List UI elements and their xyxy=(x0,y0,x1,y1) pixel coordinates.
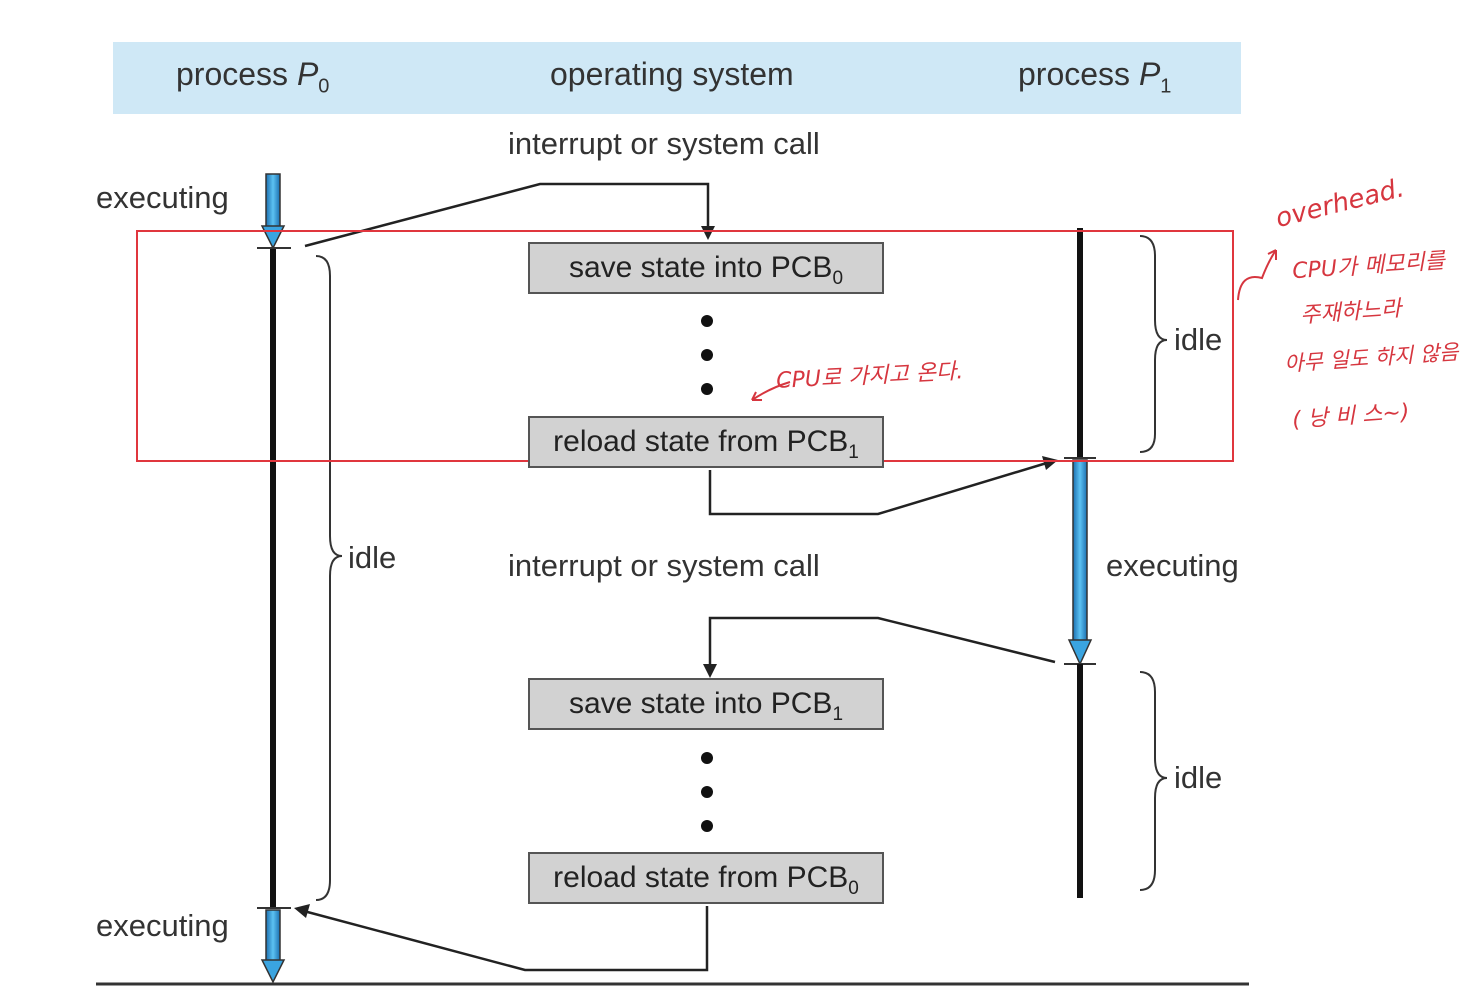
header-band xyxy=(113,42,1241,114)
p1-idle-brace-bottom xyxy=(1139,671,1168,891)
p1-executing-arrow xyxy=(1067,639,1093,666)
p0-executing-bar-bottom xyxy=(265,909,281,963)
save-state-pcb1-box: save state into PCB1 xyxy=(528,678,884,730)
p1-executing-label: executing xyxy=(1106,548,1239,583)
ellipsis-dots xyxy=(701,315,713,832)
overhead-arrow xyxy=(1237,249,1277,301)
p1-timeline xyxy=(1064,228,1096,898)
p0-executing-label-top: executing xyxy=(96,180,229,215)
p1-idle-label-bottom: idle xyxy=(1174,760,1223,795)
cpu-note-arrow xyxy=(751,381,791,401)
connector-arrows xyxy=(299,182,1056,972)
p0-idle-brace xyxy=(315,255,343,901)
p0-executing-arrow-top xyxy=(260,225,286,250)
header-operating-system: operating system xyxy=(550,56,794,92)
p0-executing-label-bottom: executing xyxy=(96,908,229,943)
arrow-p0-to-save0 xyxy=(304,182,710,248)
arrow-reload1-to-p1 xyxy=(708,460,1051,516)
interrupt-label-mid: interrupt or system call xyxy=(508,548,820,583)
p0-idle-label: idle xyxy=(348,540,397,575)
p1-executing-bar xyxy=(1072,459,1088,643)
reload-state-pcb0-box: reload state from PCB0 xyxy=(528,852,884,904)
p1-idle-brace-top xyxy=(1139,235,1168,453)
p1-idle-label-top: idle xyxy=(1174,322,1223,357)
p0-executing-bar-top xyxy=(265,173,281,229)
arrow-p1-to-save1 xyxy=(708,616,1056,672)
header-process-p0: process P0 xyxy=(176,56,330,98)
arrow-heads xyxy=(294,226,1058,918)
interrupt-label-top: interrupt or system call xyxy=(508,126,820,161)
p0-timeline xyxy=(257,173,291,984)
header-process-p1: process P1 xyxy=(1018,56,1172,98)
annotation-arrows xyxy=(751,249,1277,401)
save-state-pcb0-box: save state into PCB0 xyxy=(528,242,884,294)
reload-state-pcb1-box: reload state from PCB1 xyxy=(528,416,884,468)
p0-executing-arrow-bottom xyxy=(260,959,286,984)
arrow-reload0-to-p0 xyxy=(299,906,709,972)
